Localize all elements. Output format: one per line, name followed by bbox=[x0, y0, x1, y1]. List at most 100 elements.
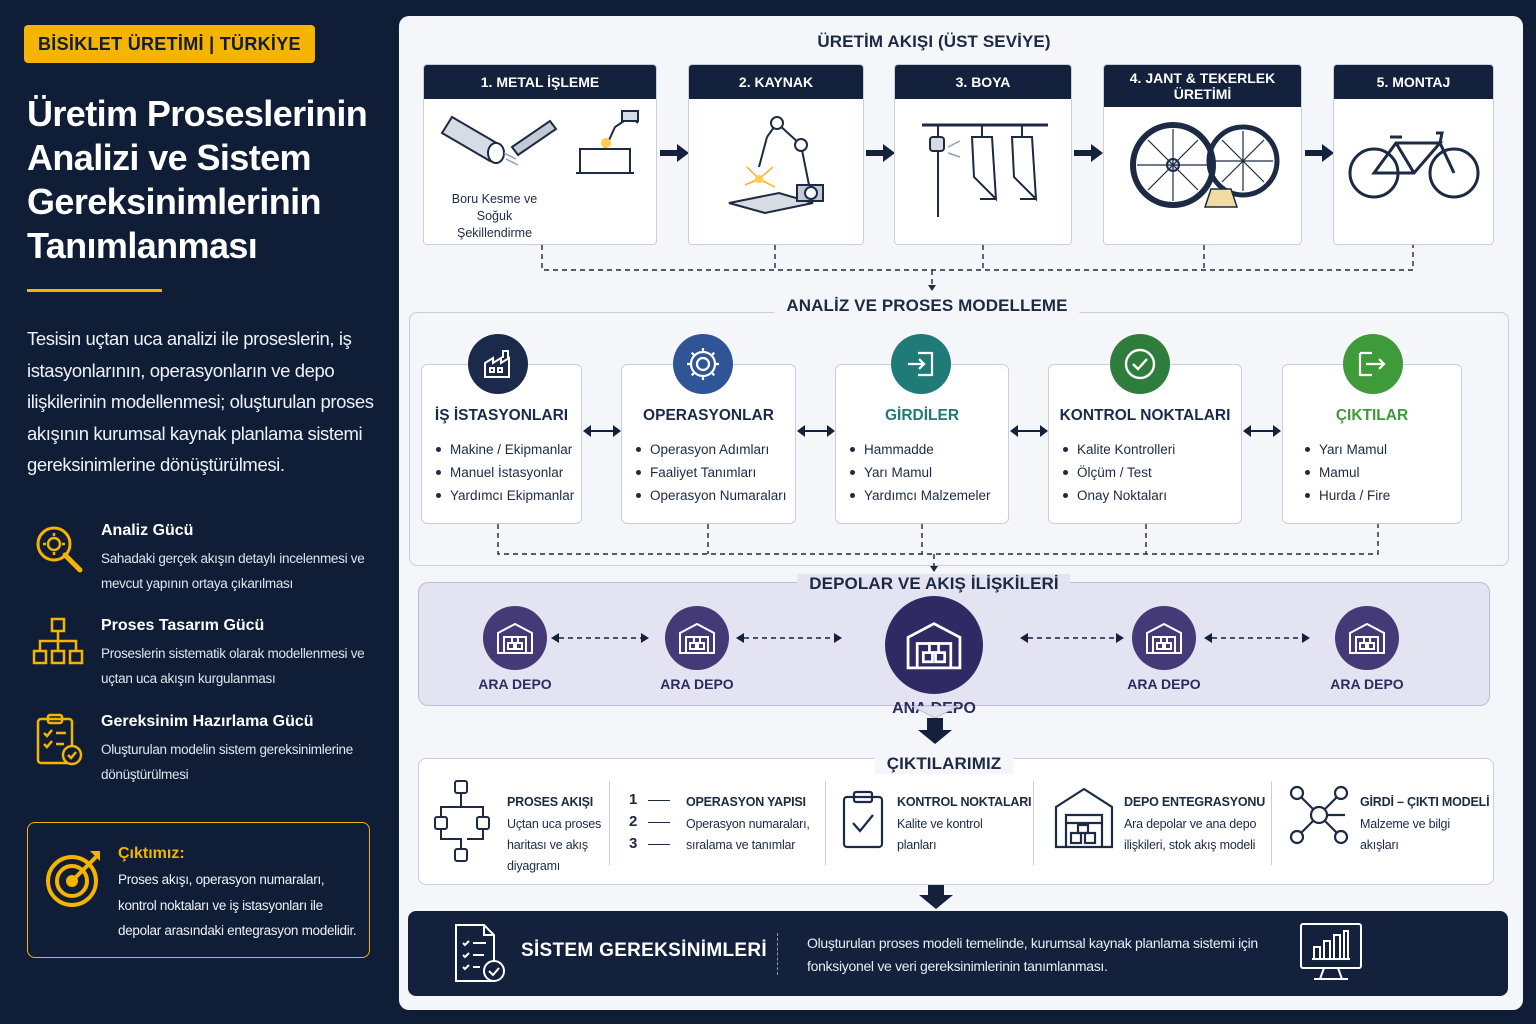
output-title: KONTROL NOKTALARI bbox=[897, 795, 1032, 809]
output-depot-integration: DEPO ENTEGRASYONU Ara depolar ve ana dep… bbox=[1033, 759, 1271, 886]
capability-title: Analiz Gücü bbox=[101, 522, 194, 539]
card-title: OPERASYONLAR bbox=[643, 407, 774, 424]
warehouse-icon bbox=[665, 606, 729, 670]
list-item: Ölçüm / Test bbox=[1063, 461, 1175, 484]
card-list: Kalite Kontrolleri Ölçüm / Test Onay Nok… bbox=[1063, 438, 1175, 507]
depot-intermediate-4: ARA DEPO bbox=[1319, 606, 1415, 692]
list-item: Yarı Mamul bbox=[1305, 438, 1390, 461]
stage-title: 3. BOYA bbox=[895, 65, 1071, 99]
wheel-icon bbox=[1129, 122, 1279, 208]
list-item: Hammadde bbox=[850, 438, 991, 461]
tube-cutting-icon bbox=[440, 110, 639, 174]
monitor-chart-icon bbox=[1300, 923, 1362, 980]
output-divider bbox=[1033, 781, 1034, 865]
card-title: KONTROL NOKTALARI bbox=[1059, 407, 1231, 424]
project-tag: BİSİKLET ÜRETİMİ | TÜRKİYE bbox=[24, 25, 315, 63]
output-desc: Malzeme ve bilgi akışları bbox=[1360, 817, 1450, 852]
list-number: 3 bbox=[629, 835, 638, 852]
card-list: Yarı Mamul Mamul Hurda / Fire bbox=[1305, 438, 1390, 507]
output-process-flow: PROSES AKIŞI Uçtan uca proses haritası v… bbox=[419, 759, 609, 886]
output-desc: Ara depolar ve ana depo ilişkileri, stok… bbox=[1124, 817, 1257, 852]
depot-label: ARA DEPO bbox=[1127, 676, 1201, 692]
flow-arrow-3 bbox=[1074, 144, 1103, 162]
stage-title: 2. KAYNAK bbox=[689, 65, 863, 99]
clipboard-check-icon bbox=[36, 713, 83, 766]
down-arrow bbox=[912, 706, 958, 744]
depot-main: ANA DEPO bbox=[874, 596, 994, 718]
list-item: Hurda / Fire bbox=[1305, 484, 1390, 507]
depot-label: ARA DEPO bbox=[1330, 676, 1404, 692]
card-title: GİRDİLER bbox=[884, 407, 960, 424]
output-operation-structure: 1 2 3 OPERASYON YAPISI Operasyon numaral… bbox=[609, 759, 825, 886]
stage-welding: 2. KAYNAK bbox=[688, 64, 864, 245]
list-item: Operasyon Adımları bbox=[636, 438, 787, 461]
org-chart-icon bbox=[32, 617, 84, 665]
output-desc: Kalite ve kontrol planları bbox=[897, 817, 983, 852]
card-list: Operasyon Adımları Faaliyet Tanımları Op… bbox=[636, 438, 787, 507]
dashed-double-arrow bbox=[1204, 633, 1310, 643]
network-icon bbox=[1289, 785, 1349, 845]
title-divider bbox=[27, 289, 162, 292]
list-item: Manuel İstasyonlar bbox=[436, 461, 574, 484]
card-list: Hammadde Yarı Mamul Yardımcı Malzemeler bbox=[850, 438, 991, 507]
list-item: Onay Noktaları bbox=[1063, 484, 1175, 507]
output-desc: Operasyon numaraları, sıralama ve tanıml… bbox=[686, 817, 810, 852]
output-divider bbox=[825, 781, 826, 865]
capability-title: Gereksinim Hazırlama Gücü bbox=[101, 713, 314, 730]
stage-note: Boru Kesme ve Soğuk Şekillendirme bbox=[451, 192, 538, 240]
depot-intermediate-3: ARA DEPO bbox=[1116, 606, 1212, 692]
warehouse-icon bbox=[1054, 787, 1114, 849]
list-number: 2 bbox=[629, 813, 638, 830]
capability-desc: Proseslerin sistematik olarak modellenme… bbox=[101, 646, 365, 686]
double-arrow bbox=[583, 425, 621, 437]
list-item: Mamul bbox=[1305, 461, 1390, 484]
dashed-double-arrow bbox=[1020, 633, 1124, 643]
intro-text: Tesisin uçtan uca analizi ile prosesleri… bbox=[27, 328, 374, 475]
list-item: Makine / Ekipmanlar bbox=[436, 438, 574, 461]
list-item: Yardımcı Ekipmanlar bbox=[436, 484, 574, 507]
double-arrow bbox=[1010, 425, 1048, 437]
output-desc: Uçtan uca proses haritası ve akış diyagr… bbox=[507, 817, 602, 873]
down-arrow bbox=[919, 885, 953, 909]
card-connector-lines bbox=[497, 524, 1379, 572]
card-title: İŞ İSTASYONLARI bbox=[434, 407, 569, 424]
card-title: ÇIKTILAR bbox=[1335, 407, 1409, 424]
stage-paint: 3. BOYA bbox=[894, 64, 1072, 245]
output-summary-box: Çıktımız: Proses akışı, operasyon numara… bbox=[27, 822, 370, 958]
output-summary-desc: Proses akışı, operasyon numaraları, kont… bbox=[118, 872, 357, 938]
outputs-frame: PROSES AKIŞI Uçtan uca proses haritası v… bbox=[418, 758, 1494, 885]
stage-assembly: 5. MONTAJ bbox=[1333, 64, 1494, 245]
card-list: Makine / Ekipmanlar Manuel İstasyonlar Y… bbox=[436, 438, 574, 507]
stage-metal-processing: 1. METAL İŞLEME Boru Kesme ve Soğuk Şeki… bbox=[423, 64, 657, 245]
numbered-list-icon: 1 2 3 bbox=[629, 789, 670, 855]
requirements-doc-icon bbox=[455, 924, 505, 982]
stage-title: 5. MONTAJ bbox=[1334, 65, 1493, 99]
factory-icon bbox=[468, 334, 528, 394]
capability-desc: Oluşturulan modelin sistem gereksinimler… bbox=[101, 742, 353, 782]
capability-desc: Sahadaki gerçek akışın detaylı incelenme… bbox=[101, 551, 365, 591]
bicycle-icon bbox=[1348, 131, 1479, 199]
system-desc: Oluşturulan proses modeli temelinde, kur… bbox=[807, 935, 1258, 974]
flow-map-icon bbox=[434, 780, 490, 862]
welding-robot-icon bbox=[728, 116, 824, 215]
output-divider bbox=[1271, 781, 1272, 865]
stage-title: 4. JANT & TEKERLEK ÜRETİMİ bbox=[1104, 65, 1301, 107]
input-icon bbox=[891, 334, 951, 394]
stage-rim-wheel: 4. JANT & TEKERLEK ÜRETİMİ bbox=[1103, 64, 1302, 245]
depot-label: ARA DEPO bbox=[478, 676, 552, 692]
list-item: Operasyon Numaraları bbox=[636, 484, 787, 507]
warehouse-icon bbox=[885, 596, 983, 694]
flow-arrow-2 bbox=[866, 144, 895, 162]
double-arrow bbox=[797, 425, 835, 437]
system-title: SİSTEM GEREKSİNİMLERİ bbox=[521, 940, 767, 961]
dashed-double-arrow bbox=[551, 633, 649, 643]
capability-title: Proses Tasarım Gücü bbox=[101, 617, 265, 634]
dashed-double-arrow bbox=[736, 633, 842, 643]
stage-connector-lines bbox=[541, 245, 1414, 291]
list-item: Faaliyet Tanımları bbox=[636, 461, 787, 484]
output-divider bbox=[609, 781, 610, 865]
left-panel: BİSİKLET ÜRETİMİ | TÜRKİYE Üretim Proses… bbox=[0, 0, 392, 1024]
warehouse-icon bbox=[483, 606, 547, 670]
list-item: Kalite Kontrolleri bbox=[1063, 438, 1175, 461]
magnifier-gear-icon bbox=[36, 526, 83, 573]
